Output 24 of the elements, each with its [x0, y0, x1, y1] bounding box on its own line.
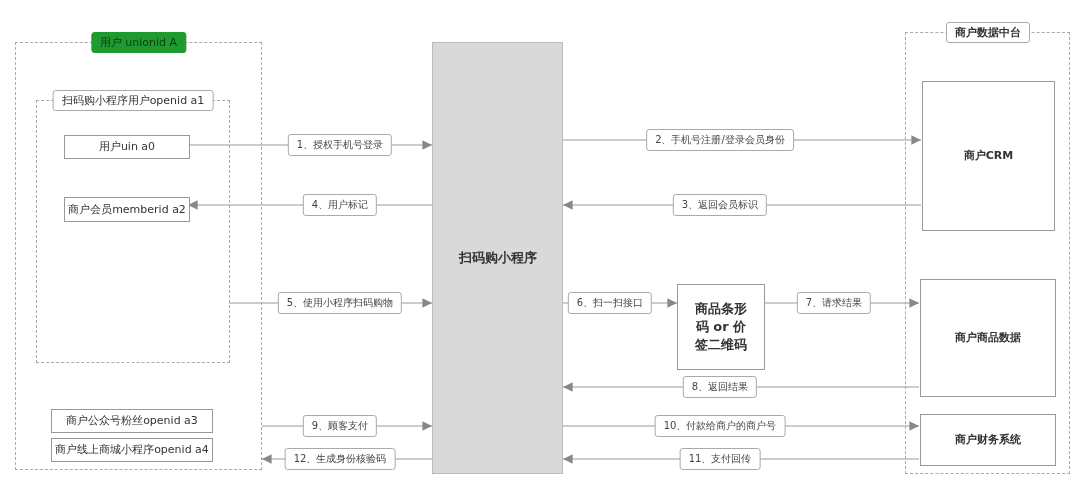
group-title: 扫码购小程序用户openid a1 — [52, 90, 214, 111]
group-title: 用户 unionid A — [90, 32, 187, 53]
edge-label: 10、付款给商户的商户号 — [654, 415, 786, 437]
edge-label: 11、支付回传 — [679, 448, 761, 470]
process-box: 商户会员memberid a2 — [64, 197, 190, 222]
app-panel: 扫码购小程序 — [432, 42, 563, 474]
edge-label: 8、返回结果 — [682, 376, 758, 398]
process-box: 商户CRM — [922, 81, 1055, 231]
edge-label: 6、扫一扫接口 — [567, 292, 653, 314]
edge-label: 9、顾客支付 — [302, 415, 378, 437]
process-box: 商品条形码 or 价签二维码 — [677, 284, 765, 370]
edge-label: 12、生成身份核验码 — [284, 448, 396, 470]
process-box: 用户uin a0 — [64, 135, 190, 159]
edge-label: 1、授权手机号登录 — [287, 134, 393, 156]
edge-label: 5、使用小程序扫码购物 — [277, 292, 403, 314]
process-box: 商户线上商城小程序openid a4 — [51, 438, 213, 462]
group-title: 商户数据中台 — [945, 22, 1030, 43]
process-box: 商户商品数据 — [920, 279, 1056, 397]
edge-label: 2、手机号注册/登录会员身份 — [646, 129, 794, 151]
edge-label: 3、返回会员标识 — [672, 194, 768, 216]
edge-label: 4、用户标记 — [302, 194, 378, 216]
edge-label: 7、请求结果 — [796, 292, 872, 314]
process-box: 商户公众号粉丝openid a3 — [51, 409, 213, 433]
process-box: 商户财务系统 — [920, 414, 1056, 466]
